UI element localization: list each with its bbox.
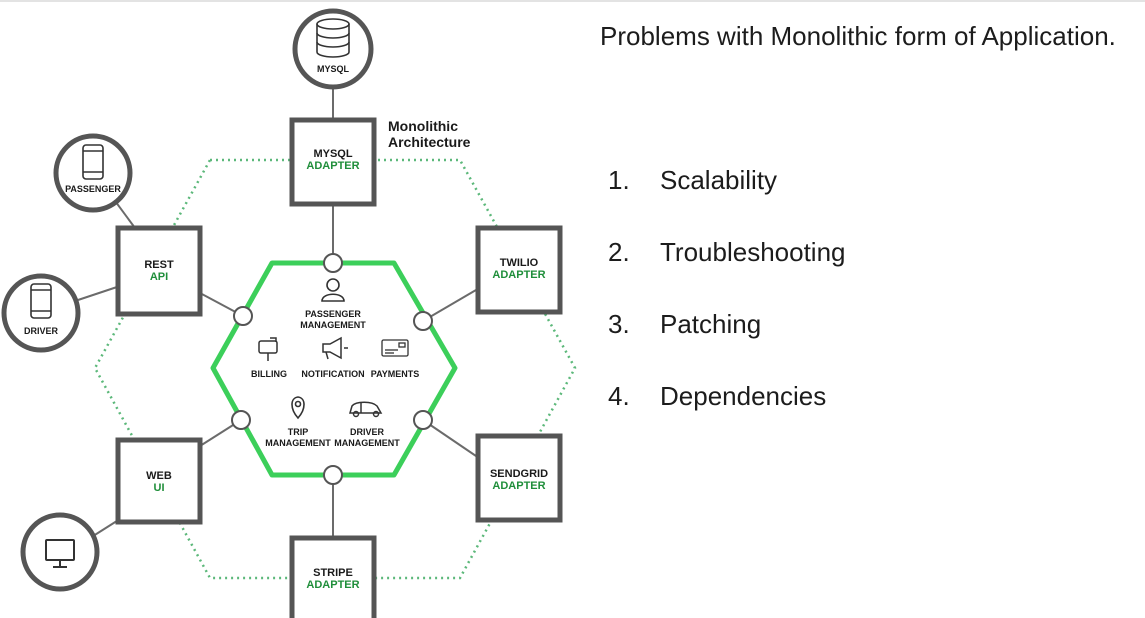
driver-management-line1: DRIVER	[350, 427, 385, 437]
passenger-label: PASSENGER	[65, 184, 121, 194]
slide-title: Problems with Monolithic form of Applica…	[600, 21, 1116, 51]
monolithic-architecture-diagram: MYSQL PASSENGER DRIVER MYSQL ADAPTER	[1, 8, 577, 618]
megaphone-icon	[322, 336, 348, 360]
list-item: 3. Patching	[608, 306, 846, 342]
sendgrid-adapter-box: SENDGRID ADAPTER	[475, 433, 563, 523]
problems-list: 1. Scalability 2. Troubleshooting 3. Patchi…	[608, 162, 846, 450]
twilio-adapter-line2: ADAPTER	[492, 269, 545, 281]
rest-api-box: REST API	[115, 225, 203, 317]
payments-label: PAYMENTS	[371, 369, 420, 379]
billing-service: BILLING	[251, 337, 287, 379]
twilio-adapter-line1: TWILIO	[500, 257, 539, 269]
list-item-text: Dependencies	[660, 381, 827, 411]
web-client-node	[20, 512, 100, 592]
list-item-text: Troubleshooting	[660, 237, 846, 267]
mailbox-icon	[258, 337, 278, 361]
web-ui-line2: UI	[154, 482, 165, 494]
driver-management-service: DRIVER MANAGEMENT	[334, 401, 400, 448]
driver-label: DRIVER	[24, 326, 59, 336]
stripe-adapter-line2: ADAPTER	[306, 579, 359, 591]
mysql-adapter-box: MYSQL ADAPTER	[289, 117, 377, 207]
top-divider	[0, 0, 1145, 2]
driver-node: DRIVER	[1, 273, 81, 353]
passenger-node: PASSENGER	[53, 133, 133, 213]
billing-label: BILLING	[251, 369, 287, 379]
passenger-management-line1: PASSENGER	[305, 309, 361, 319]
person-icon	[321, 278, 345, 302]
mysql-adapter-line2: ADAPTER	[306, 160, 359, 172]
mysql-adapter-line1: MYSQL	[313, 148, 352, 160]
driver-management-line2: MANAGEMENT	[334, 438, 400, 448]
mysql-database-node: MYSQL	[292, 8, 374, 90]
payments-service: PAYMENTS	[371, 339, 420, 379]
trip-management-service: TRIP MANAGEMENT	[265, 396, 331, 448]
list-item-text: Patching	[660, 309, 762, 339]
dotted-outline-hexagon	[93, 158, 577, 580]
notification-label: NOTIFICATION	[301, 369, 364, 379]
payment-card-icon	[381, 339, 409, 357]
passenger-management-line2: MANAGEMENT	[300, 320, 366, 330]
database-icon	[316, 18, 350, 58]
web-ui-box: WEB UI	[115, 437, 203, 525]
list-item: 1. Scalability	[608, 162, 846, 198]
web-ui-line1: WEB	[146, 470, 172, 482]
list-item-number: 1.	[608, 165, 630, 195]
monitor-icon	[45, 539, 75, 568]
list-item-number: 2.	[608, 237, 630, 267]
sendgrid-adapter-line1: SENDGRID	[490, 468, 548, 480]
trip-management-line2: MANAGEMENT	[265, 438, 331, 448]
twilio-adapter-box: TWILIO ADAPTER	[475, 225, 563, 315]
sendgrid-adapter-line2: ADAPTER	[492, 480, 545, 492]
list-item-number: 4.	[608, 381, 630, 411]
port-circles	[231, 253, 433, 485]
list-item-text: Scalability	[660, 165, 778, 195]
trip-management-line1: TRIP	[288, 427, 309, 437]
smartphone-icon	[82, 144, 104, 180]
rest-api-line2: API	[150, 271, 168, 283]
passenger-management-service: PASSENGER MANAGEMENT	[300, 278, 366, 330]
smartphone-icon	[30, 283, 52, 319]
rest-api-line1: REST	[144, 259, 174, 271]
stripe-adapter-line1: STRIPE	[313, 567, 353, 579]
diagram-title-line1: Monolithic	[388, 118, 458, 134]
stripe-adapter-box: STRIPE ADAPTER	[289, 535, 377, 618]
car-icon	[349, 401, 383, 418]
notification-service: NOTIFICATION	[301, 336, 365, 379]
core-hexagon	[210, 260, 458, 478]
list-item: 4. Dependencies	[608, 378, 846, 414]
list-item: 2. Troubleshooting	[608, 234, 846, 270]
mysql-db-label: MYSQL	[317, 64, 350, 74]
list-item-number: 3.	[608, 309, 630, 339]
diagram-title-line2: Architecture	[388, 134, 471, 150]
location-pin-icon	[291, 396, 305, 420]
